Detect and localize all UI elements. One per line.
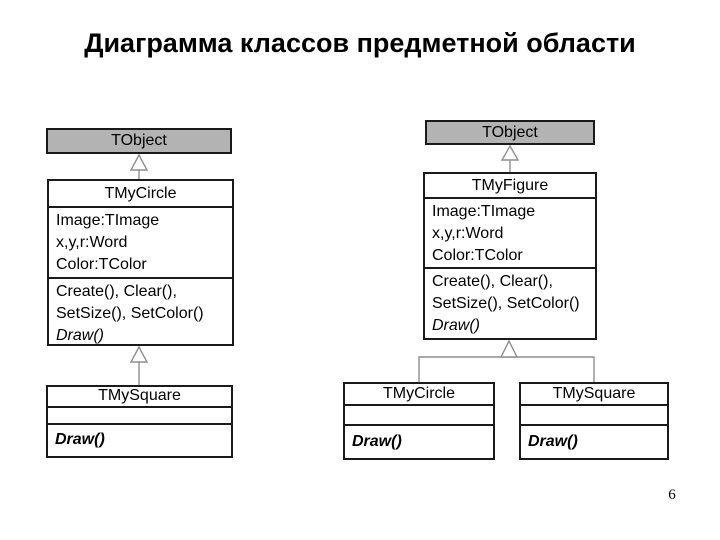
attribute-line: Color:TColor bbox=[432, 247, 523, 264]
class-box-tmysquare-right: TMySquare Draw() bbox=[519, 382, 669, 460]
class-box-tobject-right: TObject bbox=[425, 120, 595, 145]
class-box-tmyfigure-right: TMyFigure Image:TImage x,y,r:Word Color:… bbox=[423, 172, 597, 340]
class-box-tmycircle-left: TMyCircle Image:TImage x,y,r:Word Color:… bbox=[47, 179, 234, 346]
class-box-tobject-left: TObject bbox=[46, 128, 232, 154]
method-line: Create(), Clear(), bbox=[56, 283, 177, 300]
method-line-draw: Draw() bbox=[352, 433, 402, 450]
methods-compartment: Create(), Clear(), SetSize(), SetColor()… bbox=[425, 267, 595, 338]
page-number: 6 bbox=[668, 487, 676, 503]
method-line: Create(), Clear(), bbox=[432, 273, 553, 290]
class-name-label: TMyCircle bbox=[383, 385, 455, 402]
inheritance-arrow-left-top bbox=[129, 153, 149, 179]
method-line-draw: Draw() bbox=[528, 433, 578, 450]
slide-title: Диаграмма классов предметной области bbox=[84, 28, 636, 58]
class-name-label: TMySquare bbox=[552, 385, 636, 402]
method-line-draw: Draw() bbox=[55, 431, 105, 448]
class-box-tmycircle-right: TMyCircle Draw() bbox=[343, 382, 495, 460]
methods-compartment: Draw() bbox=[345, 424, 493, 458]
class-name-label: TMyFigure bbox=[471, 177, 549, 194]
class-box-tmysquare-left: TMySquare Draw() bbox=[46, 385, 233, 458]
attribute-line: x,y,r:Word bbox=[432, 225, 504, 242]
method-line: SetSize(), SetColor() bbox=[56, 305, 204, 322]
inheritance-arrow-right-bottom bbox=[418, 339, 595, 382]
method-line: SetSize(), SetColor() bbox=[432, 295, 580, 312]
inheritance-arrow-right-top bbox=[500, 144, 520, 172]
class-name-label: TMyCircle bbox=[104, 185, 177, 202]
methods-compartment: Draw() bbox=[48, 423, 231, 456]
attribute-line: Image:TImage bbox=[432, 203, 536, 220]
inheritance-arrow-left-bottom bbox=[129, 345, 149, 385]
method-line-draw: Draw() bbox=[56, 327, 104, 344]
attributes-compartment: Image:TImage x,y,r:Word Color:TColor bbox=[49, 206, 232, 277]
method-line-draw: Draw() bbox=[432, 317, 480, 334]
attributes-compartment-empty bbox=[345, 404, 493, 424]
attributes-compartment: Image:TImage x,y,r:Word Color:TColor bbox=[425, 197, 595, 267]
class-name-label: TObject bbox=[111, 132, 167, 149]
methods-compartment: Create(), Clear(), SetSize(), SetColor()… bbox=[49, 277, 232, 344]
attributes-compartment-empty bbox=[48, 406, 231, 423]
attributes-compartment-empty bbox=[521, 404, 667, 424]
methods-compartment: Draw() bbox=[521, 424, 667, 458]
class-name-label: TMySquare bbox=[98, 387, 181, 404]
class-name-label: TObject bbox=[482, 124, 538, 141]
attribute-line: Image:TImage bbox=[56, 212, 160, 229]
attribute-line: Color:TColor bbox=[56, 256, 147, 273]
attribute-line: x,y,r:Word bbox=[56, 234, 128, 251]
